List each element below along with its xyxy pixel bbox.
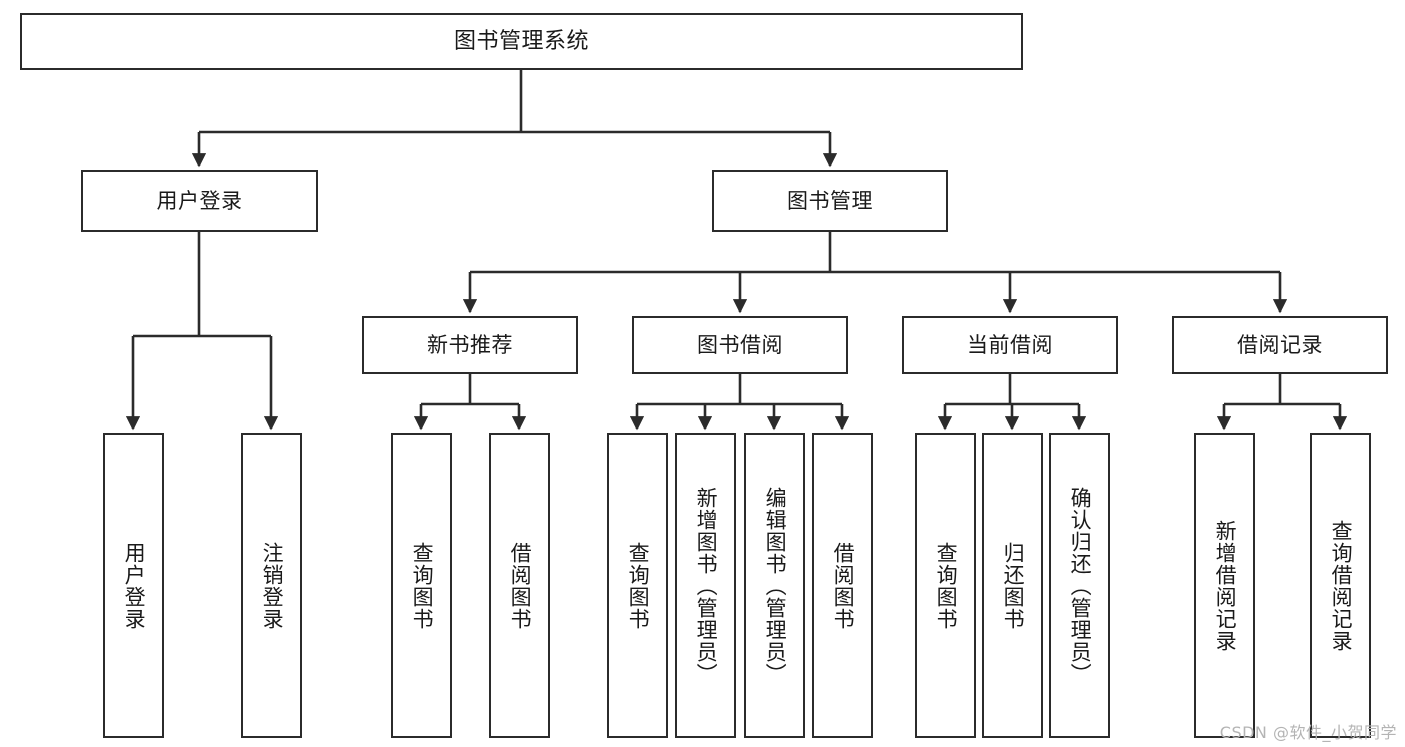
node-borrow-record-label: 借阅记录 [1237, 332, 1323, 357]
leaf-borrow-record-add[interactable]: 新增借阅记录 [1194, 433, 1255, 738]
leaf-book-borrow-borrow-label: 借阅图书 [831, 541, 856, 630]
leaf-borrow-record-query-label: 查询借阅记录 [1329, 519, 1354, 652]
node-book-borrow[interactable]: 图书借阅 [632, 316, 848, 374]
node-user-login[interactable]: 用户登录 [81, 170, 318, 232]
node-root[interactable]: 图书管理系统 [20, 13, 1023, 70]
leaf-book-borrow-edit-label: 编辑图书（管理员） [763, 486, 788, 685]
leaf-new-book-query-label: 查询图书 [410, 541, 435, 630]
leaf-user-login-logout-label: 注销登录 [260, 541, 285, 630]
leaf-user-login-login[interactable]: 用户登录 [103, 433, 164, 738]
node-current-borrow-label: 当前借阅 [967, 332, 1053, 357]
node-root-label: 图书管理系统 [453, 28, 589, 54]
leaf-borrow-record-query[interactable]: 查询借阅记录 [1310, 433, 1371, 738]
leaf-current-borrow-return-label: 归还图书 [1001, 541, 1026, 630]
leaf-new-book-borrow[interactable]: 借阅图书 [489, 433, 550, 738]
leaf-new-book-borrow-label: 借阅图书 [508, 541, 533, 630]
leaf-borrow-record-add-label: 新增借阅记录 [1213, 519, 1238, 652]
node-borrow-record[interactable]: 借阅记录 [1172, 316, 1388, 374]
leaf-book-borrow-add-label: 新增图书（管理员） [694, 486, 719, 685]
leaf-current-borrow-query[interactable]: 查询图书 [915, 433, 976, 738]
leaf-book-borrow-query-label: 查询图书 [626, 541, 651, 630]
leaf-book-borrow-query[interactable]: 查询图书 [607, 433, 668, 738]
node-book-borrow-label: 图书借阅 [697, 332, 783, 357]
leaf-current-borrow-confirm[interactable]: 确认归还（管理员） [1049, 433, 1110, 738]
leaf-book-borrow-add[interactable]: 新增图书（管理员） [675, 433, 736, 738]
node-new-book-recommend-label: 新书推荐 [427, 332, 513, 357]
node-book-management[interactable]: 图书管理 [712, 170, 948, 232]
leaf-user-login-login-label: 用户登录 [122, 541, 147, 630]
leaf-new-book-query[interactable]: 查询图书 [391, 433, 452, 738]
leaf-book-borrow-borrow[interactable]: 借阅图书 [812, 433, 873, 738]
node-current-borrow[interactable]: 当前借阅 [902, 316, 1118, 374]
node-user-login-label: 用户登录 [156, 188, 243, 213]
node-new-book-recommend[interactable]: 新书推荐 [362, 316, 578, 374]
leaf-book-borrow-edit[interactable]: 编辑图书（管理员） [744, 433, 805, 738]
leaf-current-borrow-query-label: 查询图书 [934, 541, 959, 630]
leaf-current-borrow-confirm-label: 确认归还（管理员） [1068, 486, 1093, 685]
node-book-management-label: 图书管理 [787, 188, 873, 213]
leaf-current-borrow-return[interactable]: 归还图书 [982, 433, 1043, 738]
leaf-user-login-logout[interactable]: 注销登录 [241, 433, 302, 738]
